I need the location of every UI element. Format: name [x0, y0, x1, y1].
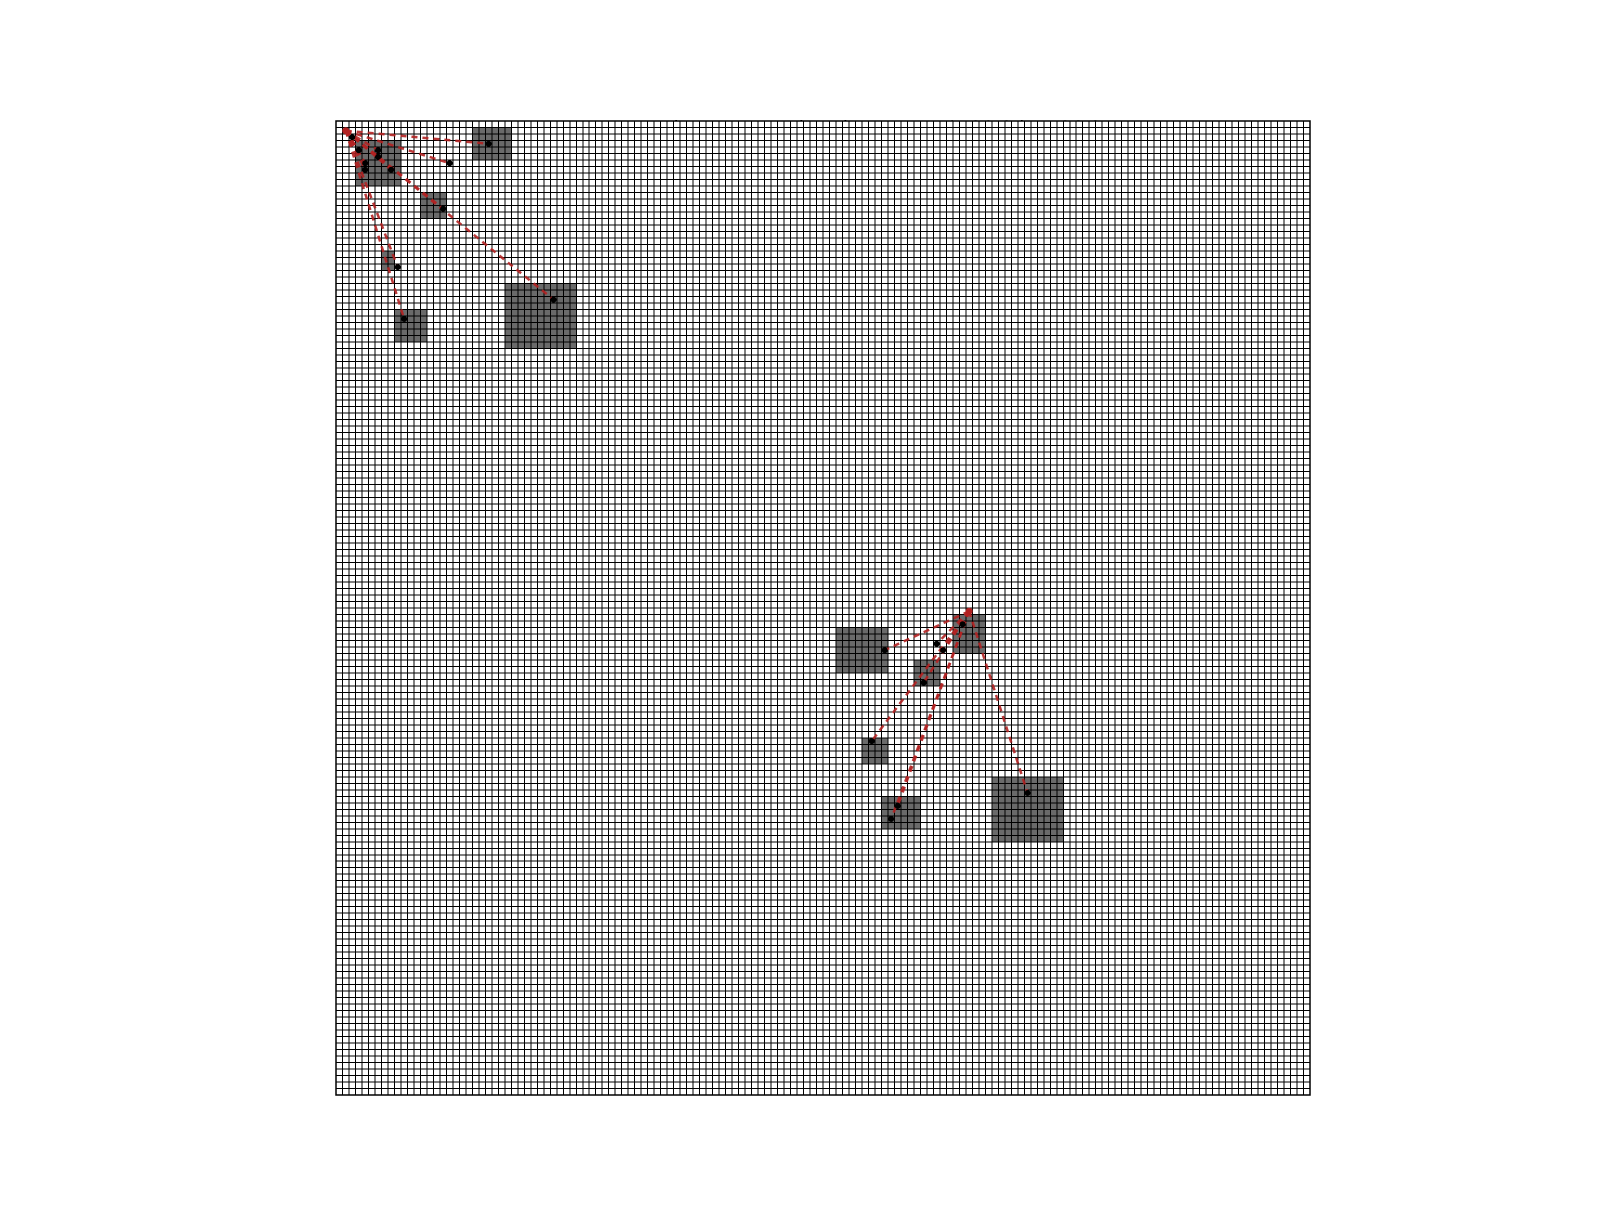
resource-node [920, 679, 927, 686]
shaded-region [394, 309, 427, 342]
resource-node [1024, 790, 1031, 797]
node-layer [342, 127, 1031, 823]
grid-border [335, 120, 1311, 1096]
resource-node [440, 205, 447, 212]
resource-node [894, 803, 901, 810]
resource-node [362, 160, 369, 167]
assignment-link [344, 130, 367, 171]
resource-node [881, 647, 888, 654]
resource-node [888, 816, 895, 823]
assignment-link [345, 129, 451, 165]
resource-node [940, 647, 947, 654]
resource-node [375, 147, 382, 154]
assignment-link [884, 610, 970, 652]
link-layer [344, 129, 1029, 820]
assignment-link [870, 610, 971, 742]
resource-node [550, 296, 557, 303]
resource-node [375, 153, 382, 160]
resource-node [394, 264, 401, 271]
assignment-link [967, 610, 1029, 794]
assignment-link [345, 129, 489, 145]
resource-node [401, 316, 408, 323]
resource-node [485, 140, 492, 147]
hub-node [965, 607, 973, 615]
resource-node [933, 640, 940, 647]
resource-node [388, 166, 395, 173]
resource-node [446, 160, 453, 167]
hub-node [342, 127, 350, 135]
resource-node [868, 738, 875, 745]
assignment-link [935, 610, 970, 645]
resource-node [349, 134, 356, 141]
resource-node [362, 166, 369, 173]
assignment-link [344, 130, 399, 268]
resource-node [355, 147, 362, 154]
resource-node [959, 621, 966, 628]
assignment-link [896, 610, 971, 807]
assignment-link [344, 129, 555, 301]
assignment-link [344, 129, 393, 171]
